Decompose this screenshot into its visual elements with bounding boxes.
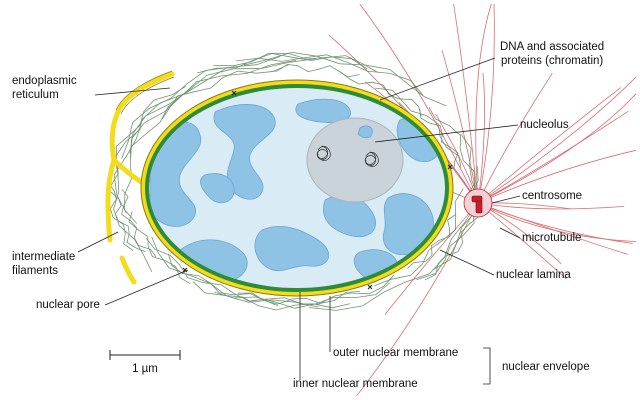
intermediate-filament-line (113, 66, 228, 214)
intermediate-filament-line (416, 165, 479, 281)
intermediate-filament-line (121, 188, 157, 258)
scale-bar (109, 350, 181, 360)
intermediate-filament-line (121, 56, 281, 159)
label-inner-nuclear-membrane: inner nuclear membrane (293, 378, 418, 390)
label-scale-bar: 1 µm (132, 363, 158, 375)
label-outer-nuclear-membrane: outer nuclear membrane (333, 347, 459, 359)
intermediate-filament-line (428, 106, 476, 208)
label-nucleolus: nucleolus (520, 119, 569, 131)
microtubule-line (477, 93, 637, 204)
microtubule-line (384, 202, 479, 315)
microtubule-line (477, 87, 622, 204)
microtubule-line (453, 3, 479, 204)
microtubule-line (477, 202, 625, 210)
intermediate-filament-line (168, 253, 279, 306)
label-endoplasmic-reticulum: endoplasmic reticulum (12, 75, 77, 101)
intermediate-filament-line (129, 58, 316, 154)
intermediate-filament-line (374, 188, 464, 287)
intermediate-filament-line (110, 191, 146, 252)
nuclear-pores (182, 90, 453, 290)
label-nuclear-envelope: nuclear envelope (502, 361, 590, 373)
intermediate-filament-line (243, 51, 447, 107)
label-microtubule: microtubule (522, 232, 582, 244)
intermediate-filament-line (375, 87, 462, 168)
label-intermediate-filaments: intermediate filaments (12, 251, 76, 277)
microtubule-line (477, 149, 637, 204)
nucleolus-icon (306, 117, 404, 203)
intermediate-filament-line (110, 85, 187, 187)
microtubule-line (477, 202, 628, 255)
intermediate-filament-line (213, 52, 378, 73)
microtubule-line (477, 3, 495, 204)
microtubule-line (477, 202, 637, 242)
intermediate-filament-network (106, 51, 480, 311)
intermediate-filament-line (309, 204, 477, 311)
intermediate-filament-line (407, 214, 457, 269)
chromatin (149, 98, 441, 283)
microtubule-line (475, 3, 492, 204)
intermediate-filament-line (113, 128, 153, 272)
intermediate-filament-line (424, 207, 479, 281)
intermediate-filament-line (128, 211, 191, 285)
intermediate-filament-line (214, 282, 391, 309)
intermediate-filament-line (237, 291, 360, 305)
microtubule-line (477, 76, 637, 204)
intermediate-filament-line (192, 281, 351, 311)
endoplasmic-reticulum-outline (115, 70, 175, 115)
intermediate-filament-line (419, 108, 459, 170)
centrosome-icon (463, 188, 493, 218)
label-centrosome: centrosome (522, 190, 583, 202)
microtubule-line (477, 72, 485, 204)
label-dna-chromatin: DNA and associated proteins (chromatin) (500, 41, 605, 67)
leader-lines (77, 57, 521, 385)
intermediate-filament-line (161, 64, 290, 120)
microtubule-line (477, 110, 629, 204)
label-nuclear-lamina: nuclear lamina (496, 269, 571, 281)
intermediate-filament-line (267, 63, 360, 78)
label-nuclear-pore: nuclear pore (36, 299, 100, 311)
